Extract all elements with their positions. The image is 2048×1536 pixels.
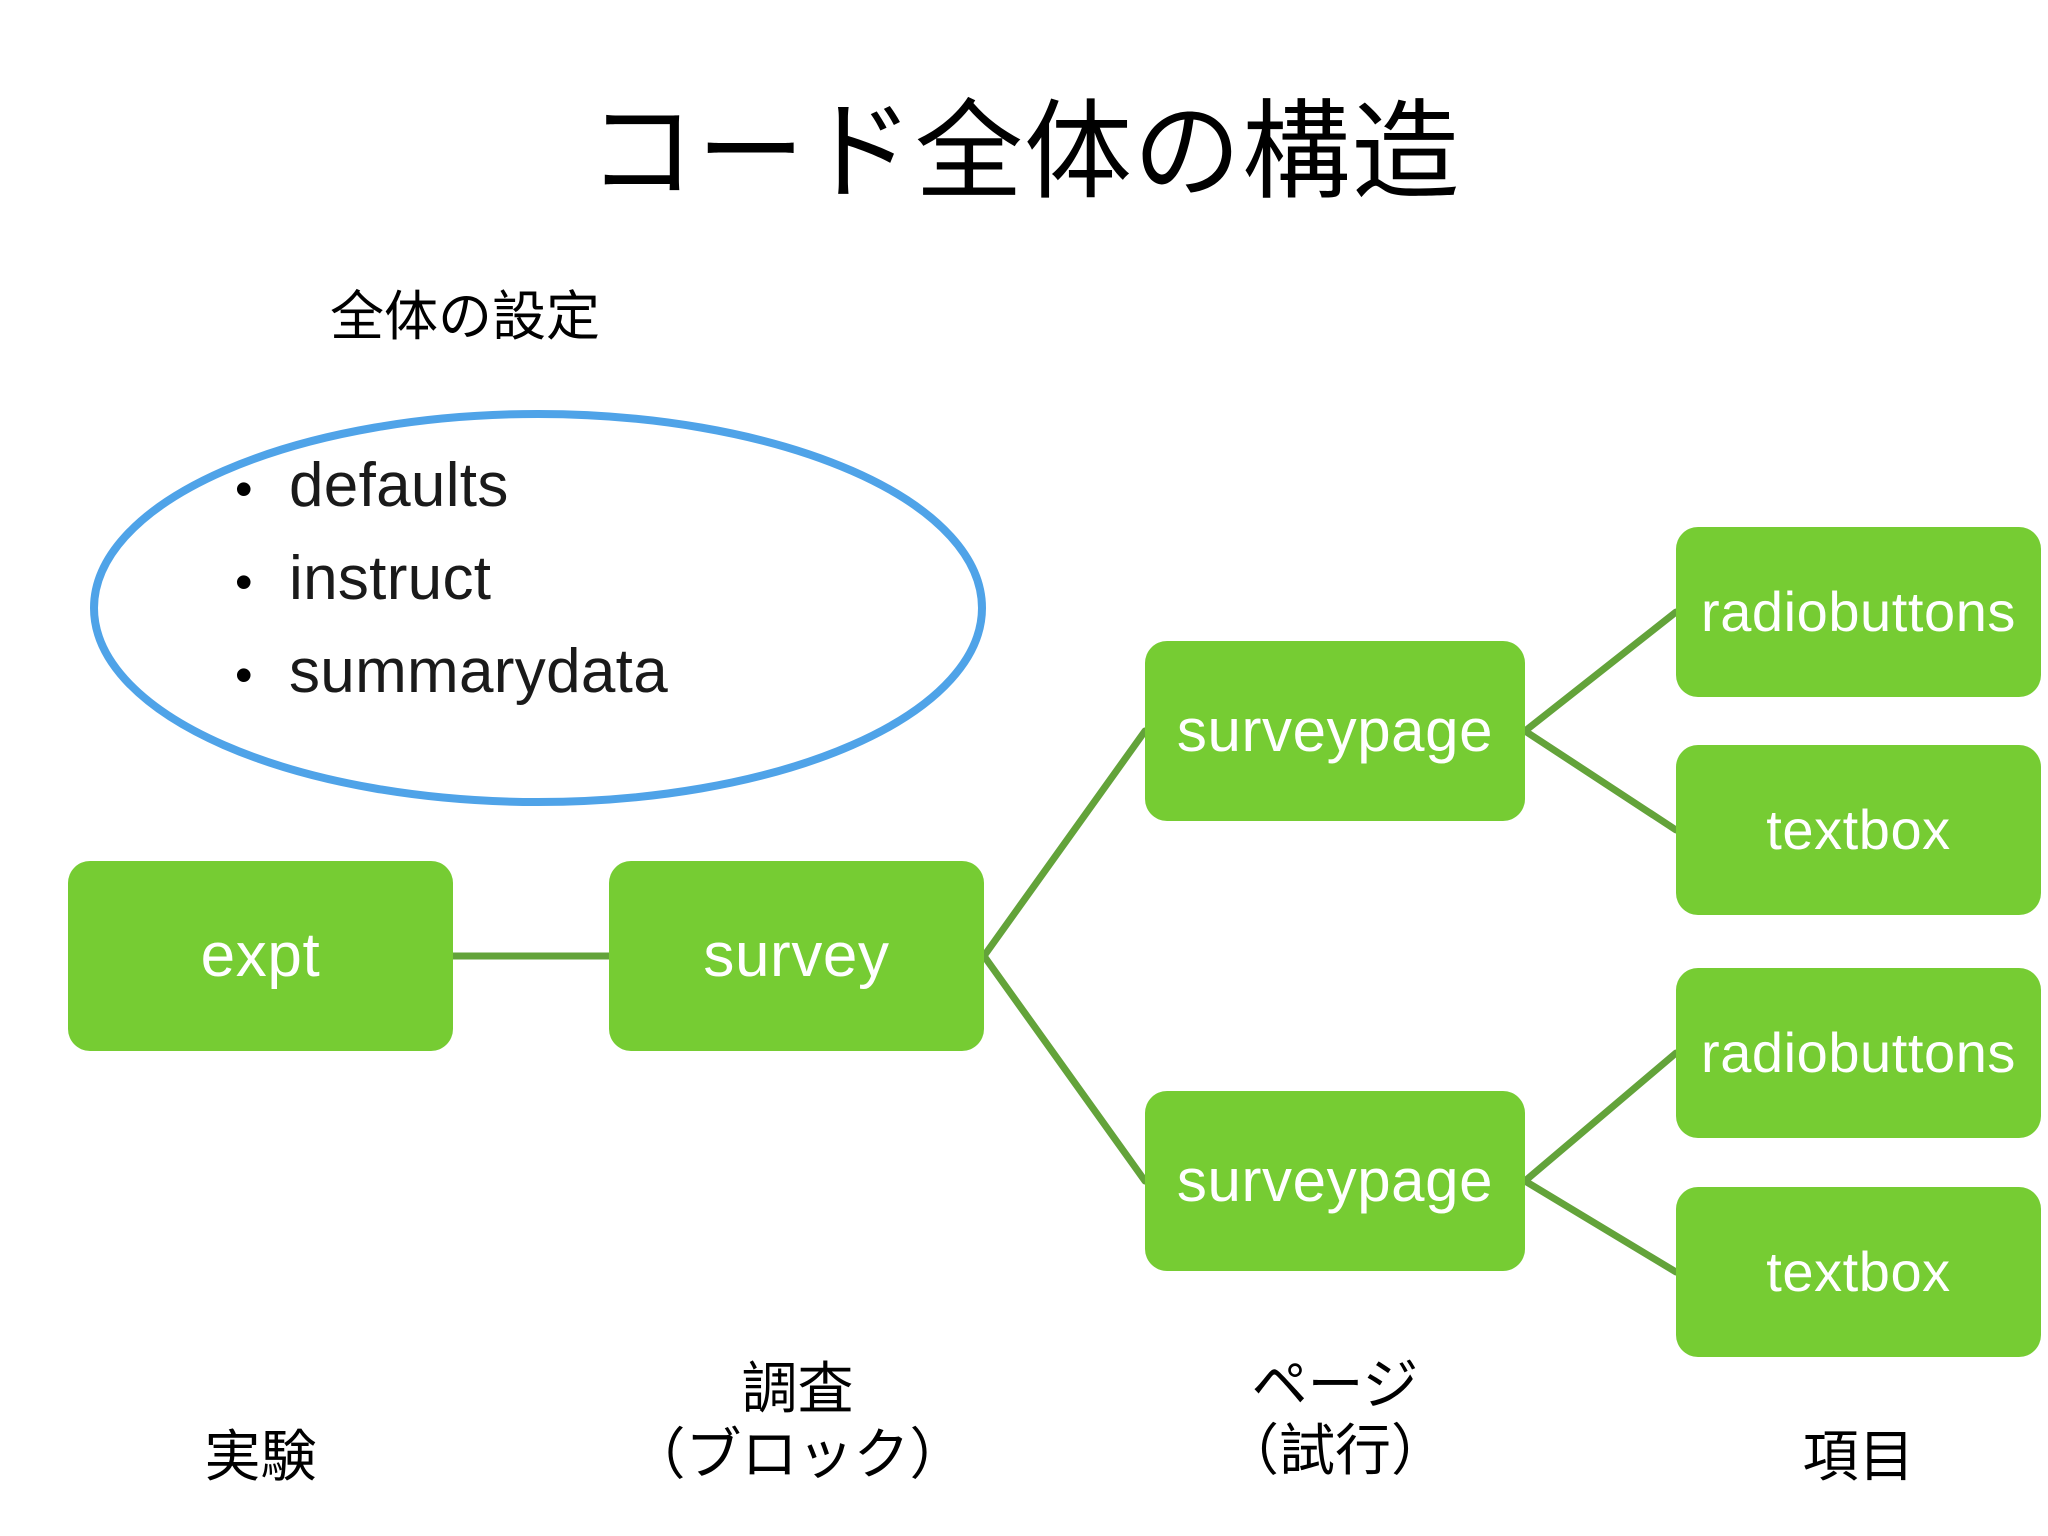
edge-survey-surveypage-bottom <box>980 952 1149 1185</box>
bullet-icon: • <box>235 554 253 610</box>
column-label-experiment: 実験 <box>68 1424 453 1490</box>
edge-sp1-radiobuttons <box>1521 608 1680 735</box>
node-textbox-top-label: textbox <box>1766 798 1951 861</box>
list-item: • instruct <box>235 548 855 641</box>
column-label-item-line1: 項目 <box>1802 1425 1915 1488</box>
column-label-page-line1: ページ <box>1251 1353 1419 1416</box>
node-surveypage-bottom-label: surveypage <box>1176 1147 1494 1214</box>
bullet-label: defaults <box>289 451 509 520</box>
list-item: • summarydata <box>235 641 855 734</box>
node-textbox-bottom-label: textbox <box>1766 1240 1951 1303</box>
column-label-item: 項目 <box>1676 1424 2041 1490</box>
edge-sp2-textbox <box>1521 1177 1680 1276</box>
node-survey-label: survey <box>703 921 890 990</box>
bullet-icon: • <box>235 647 253 703</box>
edge-sp1-textbox <box>1521 727 1680 834</box>
column-label-page-line2: （試行） <box>1223 1419 1447 1483</box>
settings-bullet-list: • defaults • instruct • summarydata <box>235 455 855 734</box>
node-radiobuttons-bottom: radiobuttons <box>1676 968 2041 1138</box>
bullet-icon: • <box>235 461 253 517</box>
node-radiobuttons-bottom-label: radiobuttons <box>1701 1021 2016 1084</box>
node-surveypage-top: surveypage <box>1145 641 1525 821</box>
settings-group-caption: 全体の設定 <box>330 287 600 347</box>
node-textbox-bottom: textbox <box>1676 1187 2041 1357</box>
column-label-experiment-line1: 実験 <box>204 1425 317 1488</box>
column-label-page: ページ （試行） <box>1130 1352 1540 1484</box>
bullet-label: summarydata <box>289 637 668 706</box>
node-expt-label: expt <box>200 921 321 990</box>
column-label-survey-line1: 調査 <box>741 1357 854 1420</box>
node-survey: survey <box>609 861 984 1051</box>
column-label-survey: 調査 （ブロック） <box>560 1356 1035 1488</box>
node-textbox-top: textbox <box>1676 745 2041 915</box>
edge-sp2-radiobuttons <box>1521 1049 1680 1185</box>
column-label-survey-line2: （ブロック） <box>629 1423 966 1487</box>
edge-survey-surveypage-top <box>980 727 1149 960</box>
node-surveypage-bottom: surveypage <box>1145 1091 1525 1271</box>
page-title: コード全体の構造 <box>587 91 1461 212</box>
node-expt: expt <box>68 861 453 1051</box>
list-item: • defaults <box>235 455 855 548</box>
bullet-label: instruct <box>289 544 492 613</box>
node-radiobuttons-top-label: radiobuttons <box>1701 580 2016 643</box>
node-surveypage-top-label: surveypage <box>1176 697 1494 764</box>
node-radiobuttons-top: radiobuttons <box>1676 527 2041 697</box>
